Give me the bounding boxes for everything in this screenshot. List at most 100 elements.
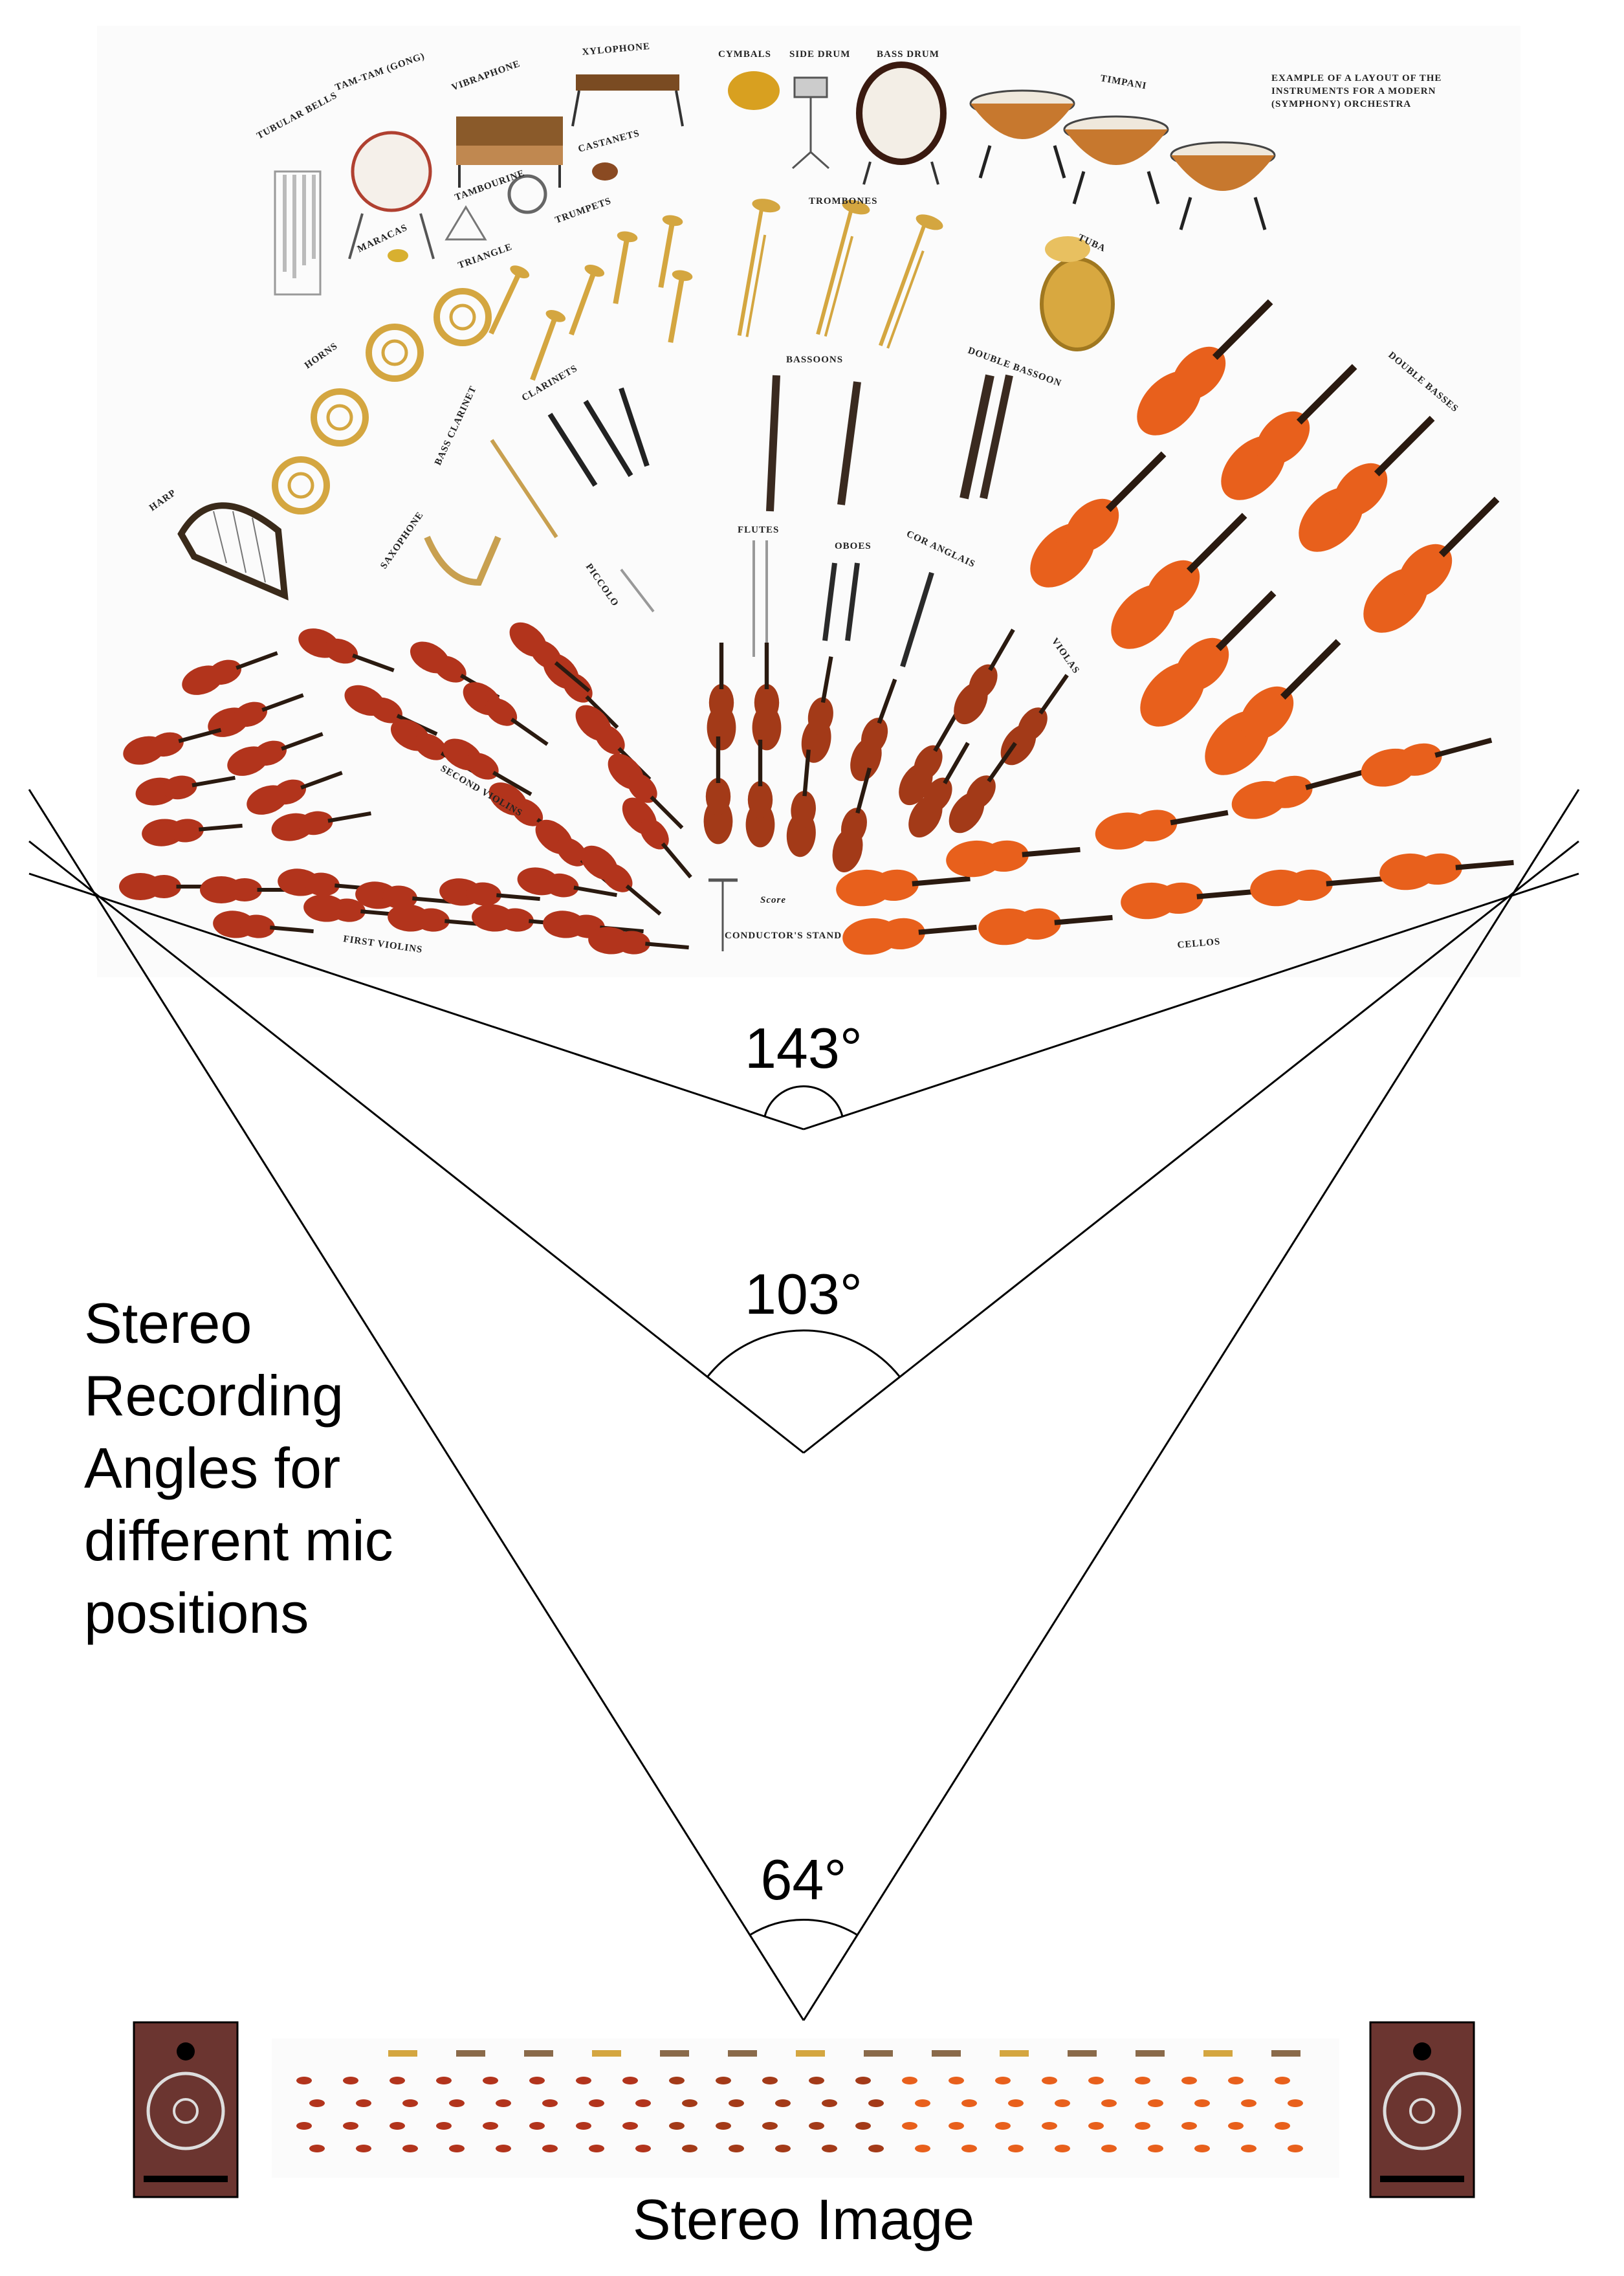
thumbnail-instrument-mark xyxy=(1042,2122,1057,2130)
caption: Stereo Recording Angles for different mi… xyxy=(84,1291,393,1645)
thumbnail-instrument-mark xyxy=(1228,2077,1244,2084)
double-bass-icon xyxy=(1140,590,1277,727)
viola-icon xyxy=(908,742,970,838)
thumbnail-instrument-mark xyxy=(902,2077,917,2084)
thumbnail-instrument-mark xyxy=(388,2050,417,2057)
double-bass-icon xyxy=(1299,415,1435,552)
violin-icon xyxy=(517,867,617,898)
cor-anglais-icon xyxy=(900,571,934,668)
thumbnail-instrument-mark xyxy=(592,2050,621,2057)
thumbnail-instrument-mark xyxy=(669,2122,685,2130)
angle-143-left-line xyxy=(28,872,804,1131)
double-bass-icon xyxy=(1205,639,1341,775)
trumpet-icon xyxy=(530,310,566,381)
thumbnail-instrument-mark xyxy=(1000,2050,1029,2057)
conductor-stand-icon xyxy=(708,878,738,951)
xylophone-icon xyxy=(571,74,684,127)
cello-icon xyxy=(946,840,1081,878)
label-trombones: TROMBONES xyxy=(809,196,878,206)
thumbnail-instrument-mark xyxy=(716,2122,731,2130)
thumbnail-instrument-mark xyxy=(402,2099,418,2107)
label-bassoons: BASSOONS xyxy=(786,355,843,365)
thumbnail-instrument-mark xyxy=(949,2077,964,2084)
angle-64-label: 64° xyxy=(760,1848,846,1912)
clarinets-group xyxy=(547,387,650,487)
thumbnail-instrument-mark xyxy=(456,2050,485,2057)
piccolo-icon xyxy=(620,568,655,613)
thumbnail-instrument-mark xyxy=(729,2145,744,2152)
angle-143-arc xyxy=(763,1085,844,1117)
orchestra-title-line-2: INSTRUMENTS FOR A MODERN xyxy=(1271,86,1436,96)
trumpets-group xyxy=(488,215,693,381)
thumbnail-instrument-mark xyxy=(729,2099,744,2107)
stereo-angle-lines xyxy=(28,789,1580,2021)
oboes-icon xyxy=(822,562,860,641)
tam-tam-icon xyxy=(348,131,435,260)
thumbnail-instrument-mark xyxy=(343,2077,358,2084)
violin-icon xyxy=(278,868,379,896)
thumbnail-instrument-mark xyxy=(716,2077,731,2084)
cello-icon xyxy=(1231,769,1363,819)
horn-icon xyxy=(311,388,369,447)
tubular-bells-icon xyxy=(274,170,322,296)
trombone-icon xyxy=(737,199,780,337)
orchestra-title-line-3: (SYMPHONY) ORCHESTRA xyxy=(1271,99,1411,109)
thumbnail-instrument-mark xyxy=(1101,2099,1117,2107)
thumbnail-instrument-mark xyxy=(449,2145,465,2152)
castanets-icon xyxy=(592,162,618,181)
violin-icon xyxy=(442,738,532,797)
thumbnail-instrument-mark xyxy=(1228,2122,1244,2130)
thumbnail-instrument-mark xyxy=(529,2077,545,2084)
thumbnail-instrument-mark xyxy=(1194,2099,1210,2107)
bassoon-icon xyxy=(766,375,780,512)
thumbnail-instrument-mark xyxy=(995,2077,1011,2084)
stereo-image-background xyxy=(272,2038,1339,2178)
violin-icon xyxy=(208,693,304,737)
cymbals-icon xyxy=(728,71,780,110)
trombones-group xyxy=(737,199,943,349)
thumbnail-instrument-mark xyxy=(775,2099,791,2107)
bassoon-icon xyxy=(837,381,861,505)
thumbnail-instrument-mark xyxy=(309,2145,325,2152)
timpani-group xyxy=(969,89,1276,230)
triangle-icon xyxy=(444,205,487,241)
thumbnail-instrument-mark xyxy=(728,2050,757,2057)
thumbnail-instrument-mark xyxy=(529,2122,545,2130)
thumbnail-instrument-mark xyxy=(1241,2145,1256,2152)
viola-icon xyxy=(745,739,775,848)
thumbnail-instrument-mark xyxy=(669,2077,685,2084)
angle-103-right-line xyxy=(803,840,1579,1454)
thumbnail-instrument-mark xyxy=(589,2099,604,2107)
speaker-right-icon xyxy=(1369,2021,1475,2198)
thumbnail-instrument-mark xyxy=(436,2122,452,2130)
maracas-icon xyxy=(388,249,408,262)
violin-icon xyxy=(298,628,395,672)
trombone-icon xyxy=(878,214,943,349)
bass-drum-icon xyxy=(856,61,947,185)
double-bass-icon xyxy=(1030,451,1167,588)
thumbnail-instrument-mark xyxy=(1088,2122,1104,2130)
viola-icon xyxy=(899,709,960,806)
caption-line-2: Recording xyxy=(84,1364,344,1428)
caption-line-5: positions xyxy=(84,1581,309,1645)
cello-icon xyxy=(836,869,971,907)
trumpet-icon xyxy=(488,265,530,335)
speaker-left-icon xyxy=(133,2021,239,2198)
label-score: Score xyxy=(760,895,786,905)
thumbnail-instrument-mark xyxy=(390,2077,405,2084)
violin-icon xyxy=(588,927,689,955)
thumbnail-instrument-mark xyxy=(1275,2122,1290,2130)
thumbnail-instrument-mark xyxy=(855,2077,871,2084)
thumbnail-instrument-mark xyxy=(1181,2077,1197,2084)
viola-icon xyxy=(752,642,782,751)
cello-icon xyxy=(842,918,977,955)
horn-icon xyxy=(366,324,424,382)
thumbnail-instrument-mark xyxy=(296,2077,312,2084)
timpani-icon xyxy=(969,89,1075,179)
cello-icon xyxy=(1121,882,1255,920)
thumbnail-instrument-mark xyxy=(1136,2050,1165,2057)
thumbnail-instrument-mark xyxy=(622,2077,638,2084)
thumbnail-instrument-mark xyxy=(496,2145,511,2152)
angle-64-arc xyxy=(749,1919,858,1936)
tambourine-icon xyxy=(507,174,547,214)
